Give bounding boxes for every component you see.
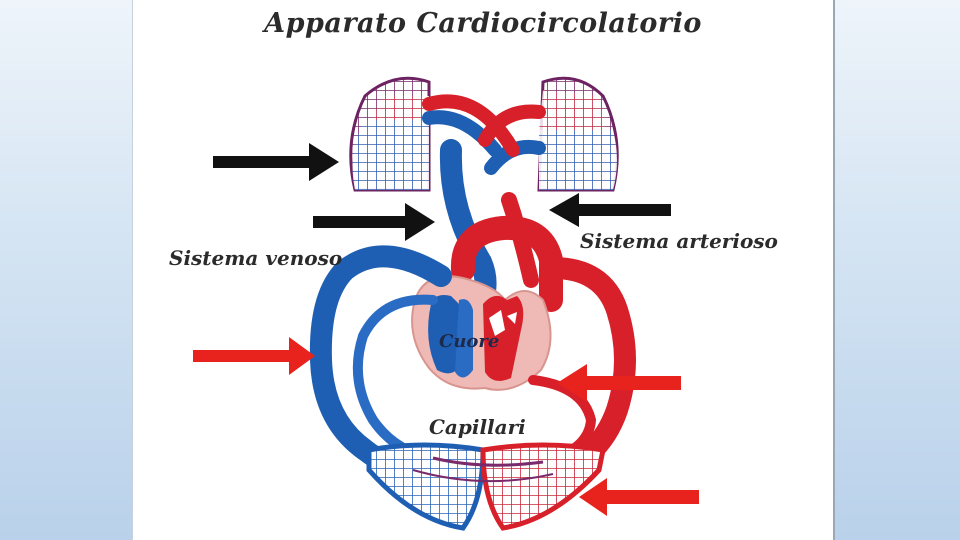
capillary-bed [366, 442, 606, 531]
arrow-red-capillaries [579, 478, 699, 516]
arrow-black-vena-cava [313, 203, 435, 241]
heart [411, 275, 552, 391]
arrow-black-lungs [213, 143, 339, 181]
aortic-arch [450, 215, 563, 312]
right-lung [537, 76, 619, 192]
ascending-trunk [501, 192, 539, 288]
arrow-red-heart [557, 364, 681, 402]
arrow-red-venous-loop [193, 337, 315, 375]
slide-card: Apparato Cardiocircolatorio Sistema veno… [133, 0, 833, 540]
pulmonary-vein-left [422, 94, 520, 157]
arrow-black-aorta [549, 193, 671, 227]
label-capillaries: Capillari [429, 415, 526, 439]
label-venous-system: Sistema venoso [169, 246, 343, 270]
circulatory-diagram [193, 76, 699, 531]
pulmonary-vein-right [478, 104, 546, 147]
diagram-title: Apparato Cardiocircolatorio [264, 8, 702, 39]
label-heart: Cuore [439, 331, 500, 352]
left-lung [349, 76, 431, 192]
label-arterial-system: Sistema arterioso [580, 229, 778, 253]
